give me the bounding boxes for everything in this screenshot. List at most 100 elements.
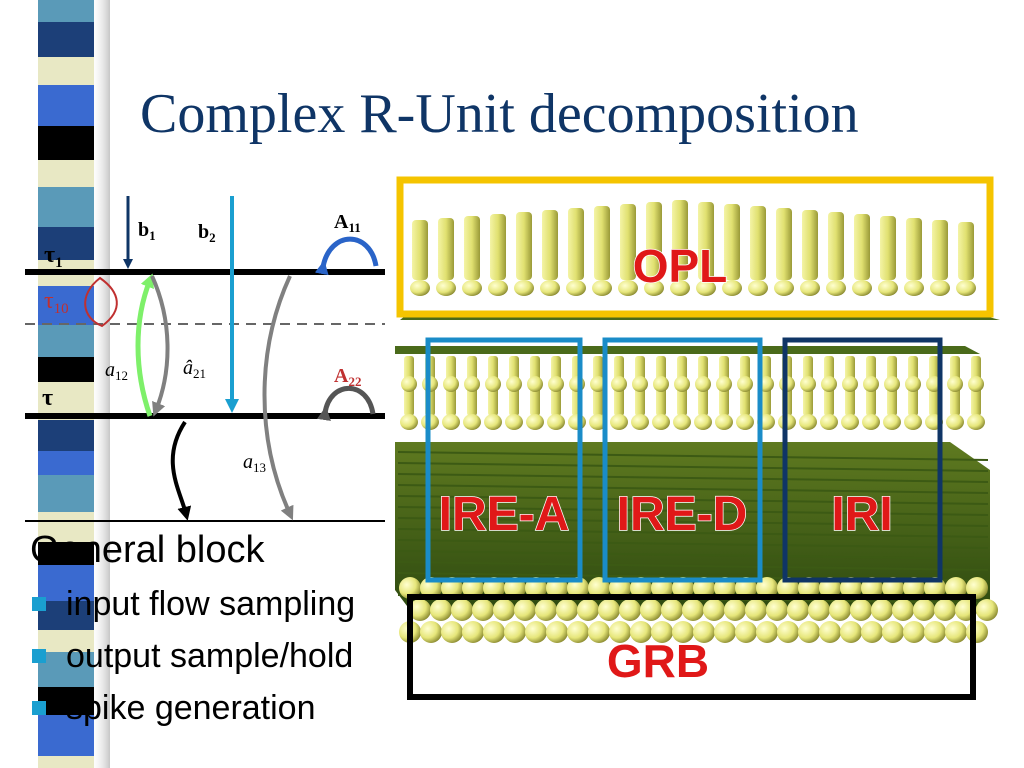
stripe-block <box>38 0 94 22</box>
opl-pillar-bulb <box>540 280 560 296</box>
slab-stripe <box>397 462 989 472</box>
ganglion-ball <box>546 621 568 643</box>
inner-pillar-bulb <box>484 414 502 430</box>
ganglion-ball <box>976 599 998 621</box>
stripe-block <box>38 187 94 227</box>
a12-label: a12 <box>105 359 128 383</box>
inner-pillar-bulb <box>631 414 649 430</box>
a13-label: a13 <box>243 451 266 475</box>
ganglion-ball <box>472 599 494 621</box>
ganglion-ball <box>934 599 956 621</box>
ganglion-ball <box>703 599 725 621</box>
general-block-heading: General block <box>30 529 265 571</box>
inner-pillar-bulb <box>463 414 481 430</box>
ganglion-ball <box>535 599 557 621</box>
inner-pillar-knob <box>821 376 837 392</box>
inner-pillar-bulb <box>904 414 922 430</box>
opl-pillar <box>828 212 844 280</box>
inner-pillar-knob <box>863 376 879 392</box>
opl-pillar <box>490 214 506 280</box>
decorative-stripe <box>38 0 110 768</box>
inner-pillar-knob <box>968 376 984 392</box>
green-plate <box>395 346 980 354</box>
inner-pillar-knob <box>548 376 564 392</box>
ganglion-ball <box>399 577 421 599</box>
ganglion-ball <box>640 599 662 621</box>
inner-pillar-bulb <box>652 414 670 430</box>
ganglion-ball <box>441 621 463 643</box>
stripe-block <box>38 126 94 160</box>
opl-pillar-bulb <box>956 280 976 296</box>
tau10-lens <box>84 276 118 328</box>
layer-label-grb: GRB <box>607 635 709 687</box>
inner-pillar-bulb <box>673 414 691 430</box>
opl-pillar-bulb <box>722 280 742 296</box>
slab-stripe <box>397 506 989 516</box>
stripe-block <box>38 652 94 687</box>
ganglion-ball <box>882 621 904 643</box>
opl-pillar <box>776 208 792 280</box>
ganglion-ball <box>924 621 946 643</box>
opl-pillar-bulb <box>488 280 508 296</box>
opl-pillar <box>594 206 610 280</box>
square-bullet-icon <box>32 701 46 715</box>
ganglion-ball <box>462 621 484 643</box>
list-item-label: spike generation <box>66 689 316 727</box>
slab-stripe <box>397 550 989 560</box>
inner-pillar-bulb <box>736 414 754 430</box>
a12-arrow <box>135 273 154 417</box>
ganglion-ball <box>798 621 820 643</box>
inner-pillar-knob <box>506 376 522 392</box>
opl-pillar <box>412 220 428 280</box>
stripe-block <box>38 420 94 451</box>
list-item: spike generation <box>30 682 410 734</box>
ganglion-ball <box>787 599 809 621</box>
opl-pillar-bulb <box>774 280 794 296</box>
opl-pillar-bulb <box>462 280 482 296</box>
inner-pillar-bulb <box>547 414 565 430</box>
ganglion-ball <box>861 621 883 643</box>
ganglion-ball <box>966 577 988 599</box>
stripe-block <box>38 542 94 565</box>
stripe-block <box>38 85 94 126</box>
inner-pillar-knob <box>443 376 459 392</box>
inner-pillar-bulb <box>526 414 544 430</box>
ganglion-ball <box>724 599 746 621</box>
ganglion-ball <box>966 621 988 643</box>
slab-stripe <box>397 473 989 483</box>
opl-pillar <box>724 204 740 280</box>
inner-pillar-knob <box>464 376 480 392</box>
slab-stripe <box>397 561 989 571</box>
stripe-block <box>38 630 94 652</box>
inner-pillar-bulb <box>610 414 628 430</box>
inner-pillar-knob <box>947 376 963 392</box>
layer-label-ire-d: IRE-D <box>617 488 748 541</box>
ganglion-ball <box>777 621 799 643</box>
slab-stripe <box>397 484 989 494</box>
a21-arrow <box>150 275 170 417</box>
stripe-block <box>38 475 94 512</box>
opl-pillar <box>672 200 688 280</box>
slab-stripe <box>397 495 989 505</box>
ganglion-ball <box>756 621 778 643</box>
ganglion-ball <box>556 599 578 621</box>
ganglion-ball <box>913 599 935 621</box>
list-item-label: output sample/hold <box>66 637 354 675</box>
stripe-block <box>38 57 94 85</box>
inner-pillar-knob <box>590 376 606 392</box>
ganglion-ball <box>504 621 526 643</box>
ganglion-ball <box>430 599 452 621</box>
stripe-block <box>38 687 94 715</box>
inner-pillar-knob <box>842 376 858 392</box>
opl-pillar <box>880 216 896 280</box>
ganglion-ball <box>808 599 830 621</box>
stripe-block <box>38 160 94 187</box>
grb-frame <box>407 594 976 700</box>
stripe-block <box>38 22 94 57</box>
list-item: output sample/hold <box>30 630 410 682</box>
ire-d-frame <box>602 337 763 583</box>
a13-arrow <box>262 275 294 521</box>
ganglion-ball <box>745 599 767 621</box>
opl-pillar-bulb <box>592 280 612 296</box>
stripe-block <box>38 451 94 475</box>
